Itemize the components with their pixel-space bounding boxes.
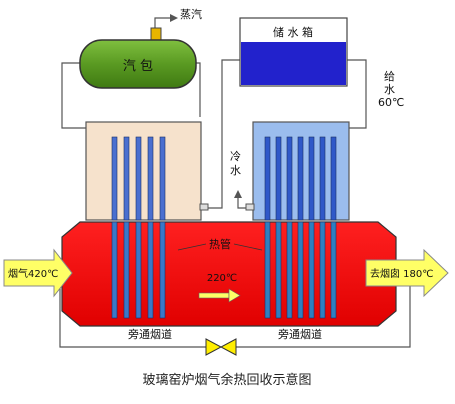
steam-drum-label: 汽 包 [123, 59, 153, 74]
steam-outlet-label: 蒸汽 [180, 7, 202, 21]
flue-duct [61, 221, 397, 327]
preheater-tubes [264, 136, 337, 221]
heat-pipe-tube [308, 136, 315, 221]
heat-pipe-tube [123, 221, 130, 319]
evaporator [85, 121, 202, 221]
water-tank-label: 储 水 箱 [273, 25, 313, 39]
heat-pipe-label: 热管 [209, 237, 231, 251]
duct-tubes-preheater [264, 221, 337, 319]
flue-gas-outlet-arrow: 去烟囱 180℃ [365, 248, 449, 298]
preheater [252, 121, 350, 221]
heat-pipe-tube [111, 136, 118, 221]
feed-water-char-2: 水 [384, 83, 395, 96]
water-tank: 储 水 箱 [239, 17, 348, 87]
heat-pipe-tube [297, 136, 304, 221]
heat-pipe-tube [297, 221, 304, 319]
heat-pipe-tube [286, 136, 293, 221]
heat-pipe-tube [135, 136, 142, 221]
heat-pipe-tube [264, 136, 271, 221]
pipe-tank-preheater [347, 59, 367, 129]
pipe-cold-water [237, 198, 246, 209]
bypass-left-label: 旁通烟道 [128, 327, 172, 341]
steam-arrowhead [170, 14, 178, 22]
pipe-steam [154, 17, 170, 30]
heat-pipe-tube [330, 221, 337, 319]
heat-pipe-tube [275, 221, 282, 319]
heat-pipe-tube [135, 221, 142, 319]
connector-left [199, 203, 209, 211]
bypass-right-label: 旁通烟道 [278, 327, 322, 341]
heat-pipe-tube [147, 221, 154, 319]
heat-pipe-tube [159, 136, 166, 221]
flue-gas-inlet-arrow: 烟气420℃ [3, 248, 73, 298]
diagram-caption: 玻璃窑炉烟气余热回收示意图 [142, 372, 311, 388]
inner-temperature-label: 220℃ [207, 273, 237, 284]
feed-water-label: 给 水 60℃ [378, 70, 404, 109]
connector-right [245, 203, 255, 211]
feed-water-char-1: 给 [384, 70, 395, 83]
heat-pipe-tube [275, 136, 282, 221]
cold-water-label: 冷 水 [230, 150, 241, 177]
steam-drum: 汽 包 [79, 27, 197, 89]
heat-pipe-tube [111, 221, 118, 319]
inner-flow-arrow: 220℃ [198, 273, 241, 303]
heat-pipe-tube [147, 136, 154, 221]
pipe-drum-evaporator [61, 62, 86, 129]
feed-water-temp: 60℃ [378, 96, 404, 109]
heat-pipe-tube [319, 221, 326, 319]
heat-pipe-tube [319, 136, 326, 221]
cold-water-char-2: 水 [230, 164, 241, 177]
bypass-valve-icon [205, 338, 237, 356]
pipe-bypass [59, 275, 206, 348]
heat-pipe-tube [286, 221, 293, 319]
cold-water-char-1: 冷 [230, 150, 241, 163]
heat-pipe-tube [308, 221, 315, 319]
heat-pipe-label-group: 热管 [177, 237, 263, 251]
heat-pipe-tube [330, 136, 337, 221]
heat-pipe-tube [264, 221, 271, 319]
evaporator-tubes [111, 136, 166, 221]
flue-gas-inlet-label: 烟气420℃ [8, 267, 58, 280]
pipe-tank-evaporator [207, 59, 240, 209]
cold-water-arrowhead [234, 190, 242, 198]
duct-tubes-evaporator [111, 221, 166, 319]
heat-pipe-tube [123, 136, 130, 221]
heat-pipe-tube [159, 221, 166, 319]
pipe-bypass-right [236, 275, 411, 348]
flue-gas-outlet-label: 去烟囱 180℃ [370, 267, 434, 280]
